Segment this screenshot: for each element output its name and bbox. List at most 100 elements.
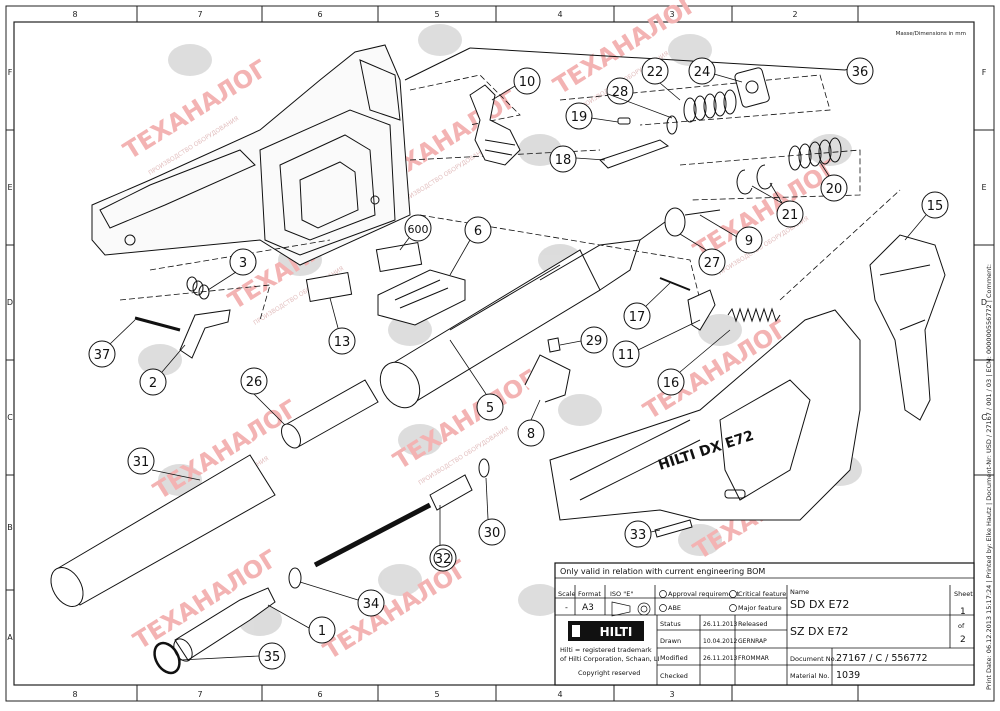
status-label: Status: [660, 620, 681, 628]
material-label: Material No.: [790, 672, 829, 680]
zone-label-top: 3: [669, 10, 674, 19]
part-1-nose: [174, 587, 276, 661]
zone-label-top: 7: [197, 10, 202, 19]
hilti-logo: HILTI: [568, 621, 644, 641]
callout-number: 24: [694, 65, 711, 80]
callout-number: 13: [334, 335, 351, 350]
checkbox-icons: [659, 590, 737, 612]
zone-label-top: 2: [792, 10, 797, 19]
callout-number: 1: [318, 624, 326, 639]
zone-label-side: A: [7, 633, 13, 642]
callout-number: 36: [852, 65, 869, 80]
callout-circle: [624, 520, 652, 548]
modified-label: Modified: [660, 654, 688, 662]
part-16-spring: [727, 307, 781, 323]
zone-label-bottom: 7: [197, 690, 202, 699]
callout-number: 30: [484, 526, 501, 541]
leader-lines: [109, 73, 927, 661]
callout-number: 17: [629, 310, 646, 325]
checked-label: Checked: [660, 672, 688, 680]
callout-circle: [612, 340, 640, 368]
part-10-lever: [469, 84, 521, 166]
callout-circle: [127, 447, 155, 475]
zone-label-side: E: [7, 183, 12, 192]
callout-circle: [688, 57, 716, 85]
major-checkbox-icon: [729, 604, 737, 612]
callout-number: 3: [239, 256, 247, 271]
part-29-screw: [547, 337, 561, 353]
callout-numbers: 10 22 24 36 28 19 18 20 21 15 9 27 600 6…: [94, 65, 944, 665]
callout-circle: [513, 67, 541, 95]
drawn-date: 10.04.2012: [703, 638, 738, 645]
housing-upper-part: [91, 44, 411, 266]
zone-label-side: F: [982, 68, 987, 77]
iso-projection-icon: [611, 601, 651, 617]
part-33-screw: [654, 519, 693, 538]
callout-circle: [698, 248, 726, 276]
status-value: Released: [738, 620, 768, 628]
part-37-pin: [134, 316, 181, 332]
zone-labels-bottom: 8 7 6 5 4 3: [72, 690, 674, 699]
spring-22: [683, 89, 737, 123]
callout-number: 33: [630, 528, 647, 543]
callout-circle: [357, 589, 385, 617]
part-11-trigger: [687, 289, 716, 331]
zone-label-side: D: [7, 298, 13, 307]
callout-circle: [549, 145, 577, 173]
part-18-bar: [599, 139, 670, 169]
dimensions-note: Masse/Dimensions in mm: [896, 31, 966, 37]
zone-labels-side: F E D C B A F E D C: [7, 68, 987, 642]
abe-label: ABE: [668, 604, 681, 612]
callout-circle: [229, 248, 257, 276]
part-3-spring: [186, 276, 210, 300]
callout-circle: [820, 174, 848, 202]
sheet-value: 1: [960, 607, 966, 617]
modified-date: 26.11.2013: [703, 655, 738, 662]
spring-20: [788, 137, 842, 171]
callout-number: 32: [435, 552, 452, 567]
part-27-clip: [664, 207, 686, 237]
callout-number: 31: [133, 455, 150, 470]
zone-ticks: [6, 6, 994, 701]
outer-frame: [5, 5, 995, 702]
callout-circle: [735, 226, 763, 254]
zone-label-bottom: 6: [317, 690, 322, 699]
callout-number: 6: [474, 224, 482, 239]
callout-number: 18: [555, 153, 572, 168]
callout-number: 28: [612, 85, 629, 100]
part-34-ring: [288, 567, 302, 589]
zone-labels-top: 8 7 6 5 4 3 2: [72, 10, 797, 19]
callout-circle: [88, 340, 116, 368]
part-32-piston: [313, 474, 473, 568]
part-2-lever: [179, 309, 231, 359]
callout-circles: [88, 57, 949, 670]
callout-circle: [623, 302, 651, 330]
docno-label: Document No.: [790, 655, 837, 663]
part-28-washer: [666, 115, 678, 135]
callout-number: 9: [745, 234, 753, 249]
callout-number: 2: [149, 376, 157, 391]
callout-number: 10: [519, 75, 536, 90]
part-6-block: [377, 269, 466, 326]
callout-circle: [846, 57, 874, 85]
copyright: Copyright reserved: [578, 669, 640, 677]
callout-circle: [139, 368, 167, 396]
callout-circle: [776, 200, 804, 228]
of-label: of: [958, 622, 965, 630]
approval-checkbox-icon: [659, 590, 667, 598]
zone-label-side: C: [7, 413, 13, 422]
zone-label-side: F: [8, 68, 13, 77]
callout-number: 15: [927, 199, 944, 214]
part-24-plate: [734, 67, 770, 108]
name-line-1: SD DX E72: [790, 598, 849, 611]
callout-circle: [308, 616, 336, 644]
print-info-strip: Print Date: 06.12.2013 15:17:24 | Printe…: [985, 264, 993, 690]
part-13-label: [305, 271, 353, 303]
scale-value: -: [565, 603, 568, 612]
part-30-ring: [478, 458, 490, 478]
zone-label-side: D: [981, 298, 987, 307]
status-date: 26.11.2013: [703, 621, 738, 628]
callout-number: 20: [826, 182, 843, 197]
hilti-logo-text: HILTI: [600, 625, 633, 639]
